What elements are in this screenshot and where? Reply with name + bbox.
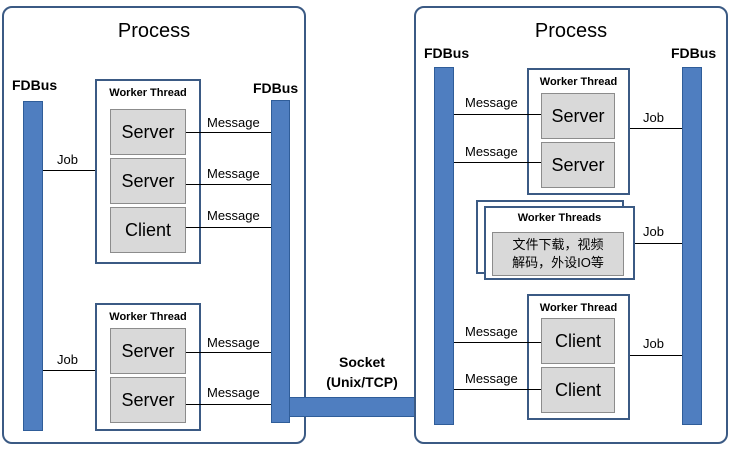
worker-thread-title: Worker Thread [109, 311, 187, 323]
right-message-line-1 [454, 114, 541, 115]
left-message-line-1 [186, 132, 271, 133]
right-message-line-2 [454, 162, 541, 163]
right-message-label-3: Message [465, 324, 518, 339]
worker-threads-title: Worker Threads [517, 212, 602, 224]
worker-threads-task-line-2: 解码，外设IO等 [512, 255, 604, 270]
left-fdbus-outer [23, 101, 43, 431]
left-w2-server-2: Server [110, 377, 186, 423]
right-message-label-4: Message [465, 371, 518, 386]
left-message-label-5: Message [207, 385, 260, 400]
worker-threads-tasks: 文件下载，视频 解码，外设IO等 [492, 232, 624, 276]
left-message-label-3: Message [207, 208, 260, 223]
right-job-line-1 [630, 128, 682, 129]
worker-threads-task-line-1: 文件下载，视频 [512, 237, 604, 252]
left-w2-server-1: Server [110, 328, 186, 374]
left-w1-client: Client [110, 207, 186, 253]
right-job-label-3: Job [643, 336, 664, 351]
left-job-line-2 [43, 370, 95, 371]
right-message-label-1: Message [465, 95, 518, 110]
left-message-line-3 [186, 227, 271, 228]
left-message-line-2 [186, 184, 271, 185]
left-fdbus-inner [271, 100, 290, 423]
left-fdbus-label-outer: FDBus [12, 77, 58, 93]
right-w2-client-2: Client [541, 367, 615, 413]
left-message-label-1: Message [207, 115, 260, 130]
right-w1-server-1: Server [541, 93, 615, 139]
socket-label-line-2: (Unix/TCP) [326, 374, 398, 390]
socket-label-line-1: Socket [339, 354, 385, 370]
right-w1-server-2: Server [541, 142, 615, 188]
right-fdbus-label-outer: FDBus [671, 45, 717, 61]
right-message-line-4 [454, 389, 541, 390]
left-fdbus-label-inner: FDBus [253, 80, 299, 96]
right-fdbus-outer [682, 67, 702, 425]
left-job-line-1 [43, 170, 95, 171]
worker-thread-title: Worker Thread [539, 302, 618, 314]
right-process-title: Process [534, 20, 608, 42]
left-process-title: Process [117, 20, 191, 42]
right-fdbus-inner [434, 67, 454, 425]
left-job-label-2: Job [57, 352, 78, 367]
right-job-label-1: Job [643, 110, 664, 125]
left-message-line-4 [186, 352, 271, 353]
right-w2-client-1: Client [541, 318, 615, 364]
right-message-line-3 [454, 342, 541, 343]
right-job-label-2: Job [643, 224, 664, 239]
left-w1-server-1: Server [110, 109, 186, 155]
left-message-label-4: Message [207, 335, 260, 350]
worker-thread-title: Worker Thread [109, 87, 187, 99]
left-w1-server-2: Server [110, 158, 186, 204]
left-job-label-1: Job [57, 152, 78, 167]
left-message-line-5 [186, 404, 271, 405]
worker-thread-title: Worker Thread [539, 76, 618, 88]
right-message-label-2: Message [465, 144, 518, 159]
right-job-line-2 [635, 243, 682, 244]
socket-label: Socket (Unix/TCP) [312, 352, 412, 392]
left-message-label-2: Message [207, 166, 260, 181]
right-job-line-3 [630, 355, 682, 356]
right-fdbus-label-inner: FDBus [424, 45, 470, 61]
